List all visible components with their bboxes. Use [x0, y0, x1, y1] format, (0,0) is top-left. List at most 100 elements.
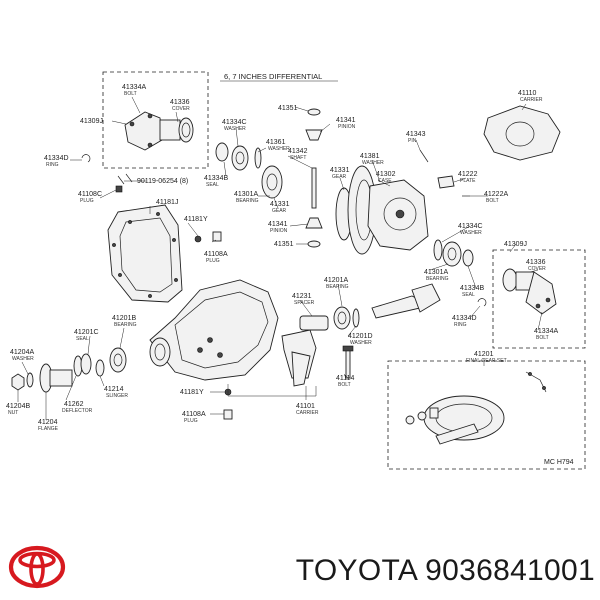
label-41222A-sub: BOLT: [486, 198, 499, 204]
pinion-41341-bottom: [305, 217, 323, 229]
label-41331-right-sub: GEAR: [332, 174, 347, 180]
label-41201A-sub: BEARING: [326, 284, 349, 290]
label-41309J-left: 41309J: [80, 118, 103, 125]
label-41301A-left: 41301A: [234, 191, 258, 198]
label-41334B-left: 41334B: [204, 175, 228, 182]
label-41201D-sub: WASHER: [350, 340, 372, 346]
nut-41204B: [11, 373, 25, 391]
washer-41361: [254, 147, 262, 169]
ring-41334D-left: [81, 154, 91, 163]
label-41334A-right: 41334A: [534, 328, 558, 335]
spacer-41231: [299, 315, 329, 331]
side-gear-41331-left: [261, 165, 283, 199]
label-41204A: 41204A: [10, 349, 34, 356]
label-41108C-sub: PLUG: [80, 198, 94, 204]
ring-41334D-right: [477, 298, 487, 307]
label-41108A-lower: 41108A: [182, 411, 206, 418]
label-41334C-right-sub: WASHER: [460, 230, 482, 236]
label-41334D-left-sub: RING: [46, 162, 59, 168]
final-gear-set-frame: [387, 360, 586, 470]
pin-41343: [419, 149, 429, 163]
label-41336-left-sub: COVER: [172, 106, 190, 112]
label-41341-bottom-sub: PINION: [270, 228, 288, 234]
label-41361: 41361: [266, 139, 286, 146]
label-41334B-right: 41334B: [460, 285, 484, 292]
brand-row: TOYOTA 9036841001: [0, 540, 600, 600]
label-41331-left-sub: GEAR: [272, 208, 287, 214]
label-41181Y-upper: 41181Y: [184, 216, 208, 223]
label-41204B: 41204B: [6, 403, 30, 410]
label-90119-06254: 90119-06254 (8): [137, 178, 188, 185]
label-41341-bottom: 41341: [268, 221, 288, 228]
label-41334B-right-sub: SEAL: [462, 292, 475, 298]
exploded-parts-diagram: 6, 7 INCHES DIFFERENTIAL: [6, 71, 586, 470]
label-41201D: 41201D: [348, 333, 373, 340]
differential-case-41302: [367, 179, 429, 251]
label-41231-sub: SPACER: [294, 300, 315, 306]
left-side-cover: [124, 111, 194, 151]
label-41201-sub: FINAL GEAR SET: [466, 358, 507, 364]
label-41309J-right: 41309J: [504, 241, 527, 248]
drive-pinion: [371, 283, 441, 319]
label-41108A-lower-sub: PLUG: [184, 418, 198, 424]
label-41341-top-sub: PINION: [338, 124, 356, 130]
label-41101-sub: CARRIER: [296, 410, 319, 416]
seal-41201C: [80, 353, 92, 375]
label-41214: 41214: [104, 386, 124, 393]
part-number-caption: TOYOTA 9036841001: [295, 554, 595, 587]
label-41204-sub: FLANGE: [38, 426, 59, 432]
washer-41351-bottom: [307, 240, 321, 248]
bearing-cap-41101: [281, 329, 317, 387]
label-41222: 41222: [458, 171, 478, 178]
label-41262-sub: DEFLECTOR: [62, 408, 93, 414]
label-41381: 41381: [360, 153, 380, 160]
label-41101: 41101: [296, 403, 315, 410]
label-41301A-right: 41301A: [424, 269, 448, 276]
bearing-41201B: [109, 347, 127, 373]
flange-41204: [39, 363, 73, 393]
label-41336-right-sub: COVER: [528, 266, 546, 272]
label-41334C-left: 41334C: [222, 119, 247, 126]
leader-lines: [17, 96, 543, 420]
bearing-41301A-left: [231, 145, 249, 171]
final-gear-set-41201: [405, 371, 547, 445]
label-41110: 41110: [518, 90, 537, 97]
label-41181J: 41181J: [156, 199, 178, 206]
bearing-41301A-right: [442, 241, 462, 267]
label-41301A-left-sub: BEARING: [236, 198, 259, 204]
pinion-shaft-41342: [311, 167, 317, 209]
diagram-code: MC H794: [544, 459, 574, 466]
washer-41334C-right: [433, 239, 443, 261]
washer-41351-top: [307, 108, 321, 116]
plug-41108A-upper: [194, 231, 222, 243]
label-41110-sub: CARRIER: [520, 97, 543, 103]
label-41343-sub: PIN: [408, 138, 417, 144]
label-41334D-left: 41334D: [44, 155, 69, 162]
label-41108A-upper-sub: PLUG: [206, 258, 220, 264]
bolts-90119: [117, 173, 133, 185]
label-41334D-right: 41334D: [452, 315, 477, 322]
label-41381-sub: WASHER: [362, 160, 384, 166]
label-41336-left: 41336: [170, 99, 190, 106]
label-41336-right: 41336: [526, 259, 546, 266]
label-41201C: 41201C: [74, 329, 99, 336]
label-41222A: 41222A: [484, 191, 508, 198]
carrier-cover: [107, 204, 183, 303]
label-41361-sub: WASHER: [268, 146, 290, 152]
seal-41334B-right: [462, 249, 474, 267]
diagram-title: 6, 7 INCHES DIFFERENTIAL: [224, 72, 322, 81]
label-41334C-left-sub: WASHER: [224, 126, 246, 132]
label-41331-left: 41331: [270, 201, 290, 208]
label-41331-right: 41331: [330, 167, 350, 174]
label-41114-sub: BOLT: [338, 382, 351, 388]
label-41343: 41343: [406, 131, 426, 138]
washer-41201D: [352, 308, 360, 328]
toyota-logo: [8, 545, 66, 589]
label-41341-top: 41341: [336, 117, 356, 124]
plug-41108C: [115, 185, 123, 193]
label-41334B-left-sub: SEAL: [206, 182, 219, 188]
right-side-cover: [502, 268, 557, 315]
label-41334C-right: 41334C: [458, 223, 483, 230]
slinger-41214: [95, 359, 105, 377]
label-41301A-right-sub: BEARING: [426, 276, 449, 282]
